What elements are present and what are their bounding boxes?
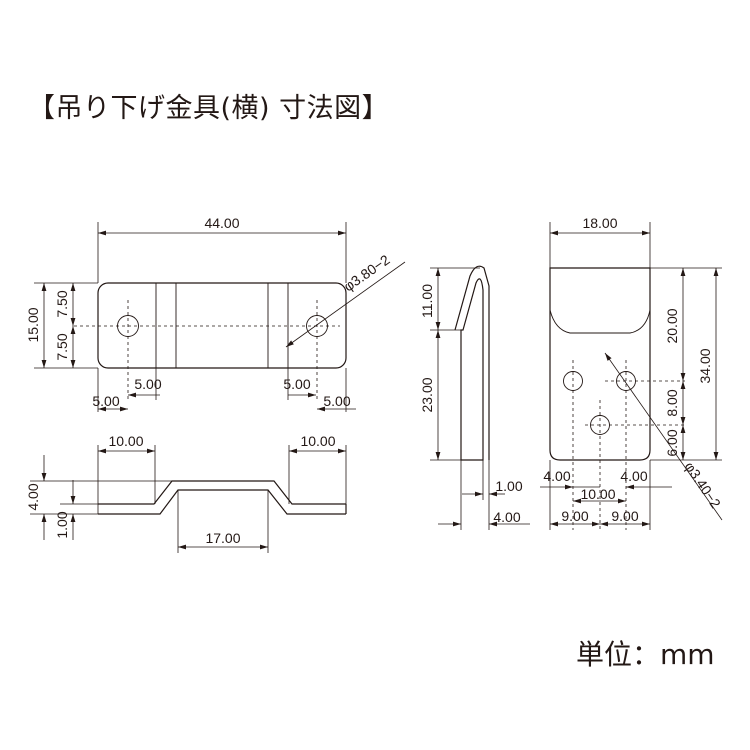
dim-plate-18: 18.00 xyxy=(582,215,617,231)
side-profile: 10.00 10.00 4.00 1.00 17.00 xyxy=(25,433,347,553)
dim-half-upper: 7.50 xyxy=(54,290,70,317)
dim-hook-11: 11.00 xyxy=(419,284,435,318)
dim-thick-1: 1.00 xyxy=(54,511,70,538)
drawing-title: 【吊り下げ金具(横) 寸法図】 xyxy=(28,93,390,124)
dim-off-4-left: 4.00 xyxy=(543,468,570,484)
dim-off-4-right: 4.00 xyxy=(620,468,647,484)
dim-half-9-left: 9.00 xyxy=(561,508,588,524)
dim-plate-6: 6.00 xyxy=(664,429,680,456)
dim-half-lower: 7.50 xyxy=(54,333,70,360)
dim-height-15: 15.00 xyxy=(25,307,41,342)
dim-hook-4: 4.00 xyxy=(493,509,520,525)
dim-edge-left: 5.00 xyxy=(92,393,119,409)
dim-half-9-right: 9.00 xyxy=(611,508,638,524)
unit-label: 単位：mm xyxy=(576,638,715,671)
dim-hole-dia-a: φ3.80−2 xyxy=(341,251,393,294)
top-view: 44.00 φ3.80−2 15.00 7.50 7.50 5.00 5.00 … xyxy=(25,215,406,412)
dim-hook-23: 23.00 xyxy=(419,377,435,412)
dim-edge-right: 5.00 xyxy=(323,393,350,409)
dim-plate-20: 20.00 xyxy=(664,308,680,343)
dim-off-10: 10.00 xyxy=(580,486,615,502)
dim-flange-left: 10.00 xyxy=(108,433,143,449)
plate-outline xyxy=(549,267,651,461)
dim-hook-gap: 1.00 xyxy=(495,478,522,494)
dim-top-width: 44.00 xyxy=(204,215,239,231)
hook-side-view: 11.00 23.00 1.00 4.00 xyxy=(419,265,530,530)
dim-flange-right: 10.00 xyxy=(300,433,335,449)
dim-depth-4: 4.00 xyxy=(25,483,41,510)
dim-plate-8: 8.00 xyxy=(664,389,680,416)
dim-hole-dia-b: φ3.40−2 xyxy=(682,459,725,511)
top-plate-outline xyxy=(97,282,347,369)
dim-inner-right: 5.00 xyxy=(283,376,310,392)
dim-inner-left: 5.00 xyxy=(134,376,161,392)
dim-plate-34: 34.00 xyxy=(697,348,713,383)
plate-front-view: 18.00 20.00 34.00 8.00 6.00 φ3.40−2 4.00… xyxy=(540,215,724,530)
dim-center-17: 17.00 xyxy=(205,530,240,546)
